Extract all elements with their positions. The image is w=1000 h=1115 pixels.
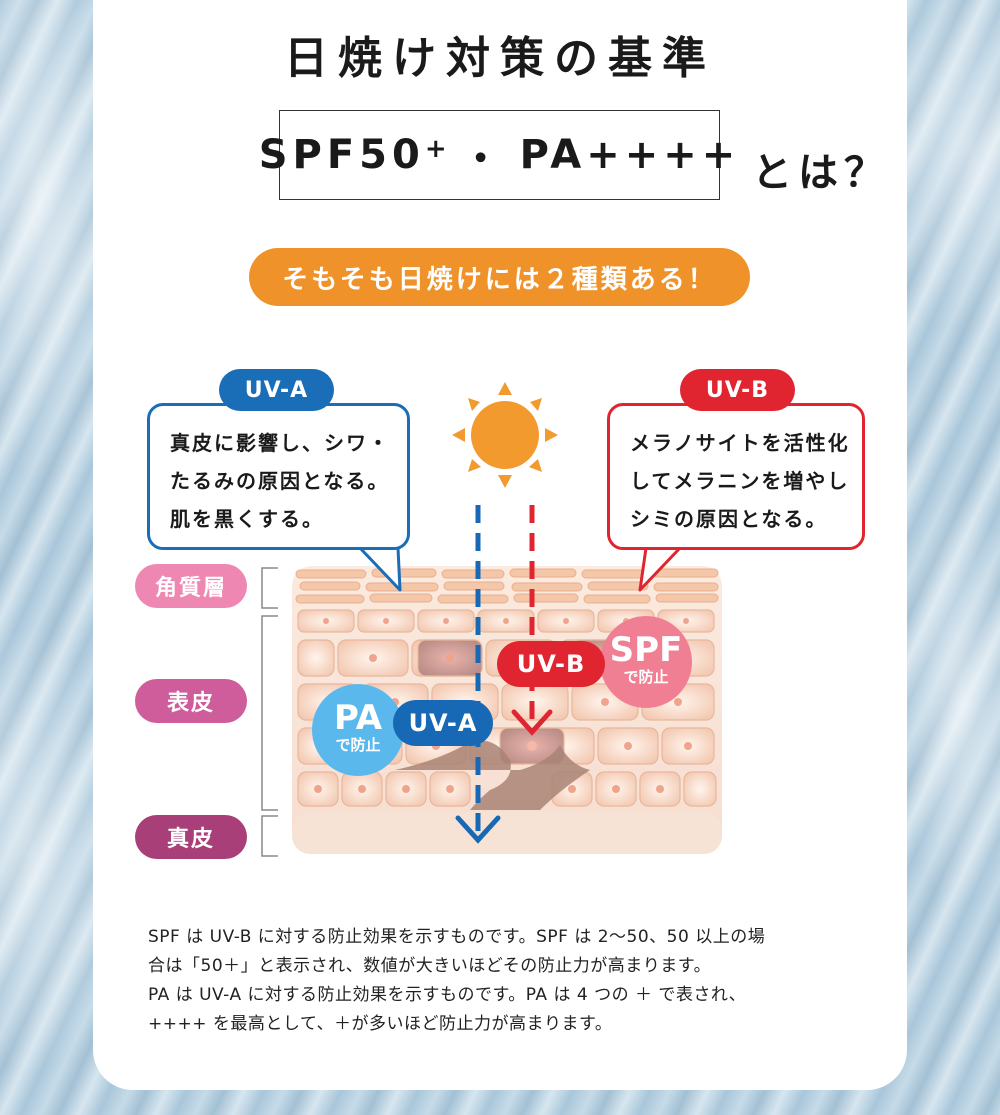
uva-line: たるみの原因となる。: [170, 469, 390, 493]
uvb-line: メラノサイトを活性化: [630, 431, 850, 455]
layer-brackets: [261, 567, 278, 857]
page-title: 日焼け対策の基準: [284, 33, 716, 84]
description-line: PA は UV-A に対する防止効果を示すものです。PA は 4 つの ＋ で表…: [148, 985, 747, 1005]
layer-dermis: 真皮: [135, 815, 247, 859]
uvb-skin-tag: UV-B: [497, 641, 605, 687]
spf-plus: +: [424, 134, 447, 164]
melanocyte: [395, 740, 590, 810]
subtitle-pill: そもそも日焼けには２種類ある！: [249, 248, 750, 306]
spf-label: SPF50: [258, 132, 425, 178]
uva-line: 真皮に影響し、シワ・: [170, 431, 390, 455]
question-text: とは？: [752, 150, 890, 196]
uva-description-bubble: 真皮に影響し、シワ・ たるみの原因となる。 肌を黒くする。: [147, 403, 410, 550]
description-line: 合は「50＋」と表示され、数値が大きいほどその防止力が高まります。: [148, 956, 712, 976]
layer-stratum-corneum: 角質層: [135, 564, 247, 608]
pa-badge-caption: で防止: [335, 736, 381, 754]
separator: ・: [460, 136, 506, 182]
spf-protection-badge: SPF で防止: [600, 616, 692, 708]
uva-arrowhead: [455, 815, 501, 844]
uvb-arrowhead: [511, 709, 553, 736]
dermis-band: [292, 812, 722, 854]
description-line: ++++ を最高として、＋が多いほど防止力が高まります。: [148, 1014, 613, 1034]
layer-epidermis: 表皮: [135, 679, 247, 723]
description-text: SPF は UV-B に対する防止効果を示すものです。SPF は 2〜50、50…: [148, 923, 868, 1039]
pa-protection-badge: PA で防止: [312, 684, 404, 776]
pa-badge-title: PA: [333, 698, 383, 738]
uvb-line: シミの原因となる。: [630, 507, 828, 531]
pa-label: PA++++: [519, 132, 741, 178]
spf-badge-caption: で防止: [623, 668, 669, 686]
uvb-line: してメラニンを増やし: [630, 469, 850, 493]
sun-icon: [452, 382, 558, 488]
uva-skin-tag: UV-A: [393, 700, 493, 746]
spf-badge-title: SPF: [609, 630, 683, 670]
description-line: SPF は UV-B に対する防止効果を示すものです。SPF は 2〜50、50…: [148, 927, 766, 947]
uva-tag: UV-A: [219, 369, 334, 411]
uvb-tag: UV-B: [680, 369, 795, 411]
uva-line: 肌を黒くする。: [170, 507, 324, 531]
uvb-description-bubble: メラノサイトを活性化 してメラニンを増やし シミの原因となる。: [607, 403, 865, 550]
stratum-layer: [295, 568, 719, 604]
spf-pa-box: SPF50+・PA++++: [259, 110, 735, 200]
